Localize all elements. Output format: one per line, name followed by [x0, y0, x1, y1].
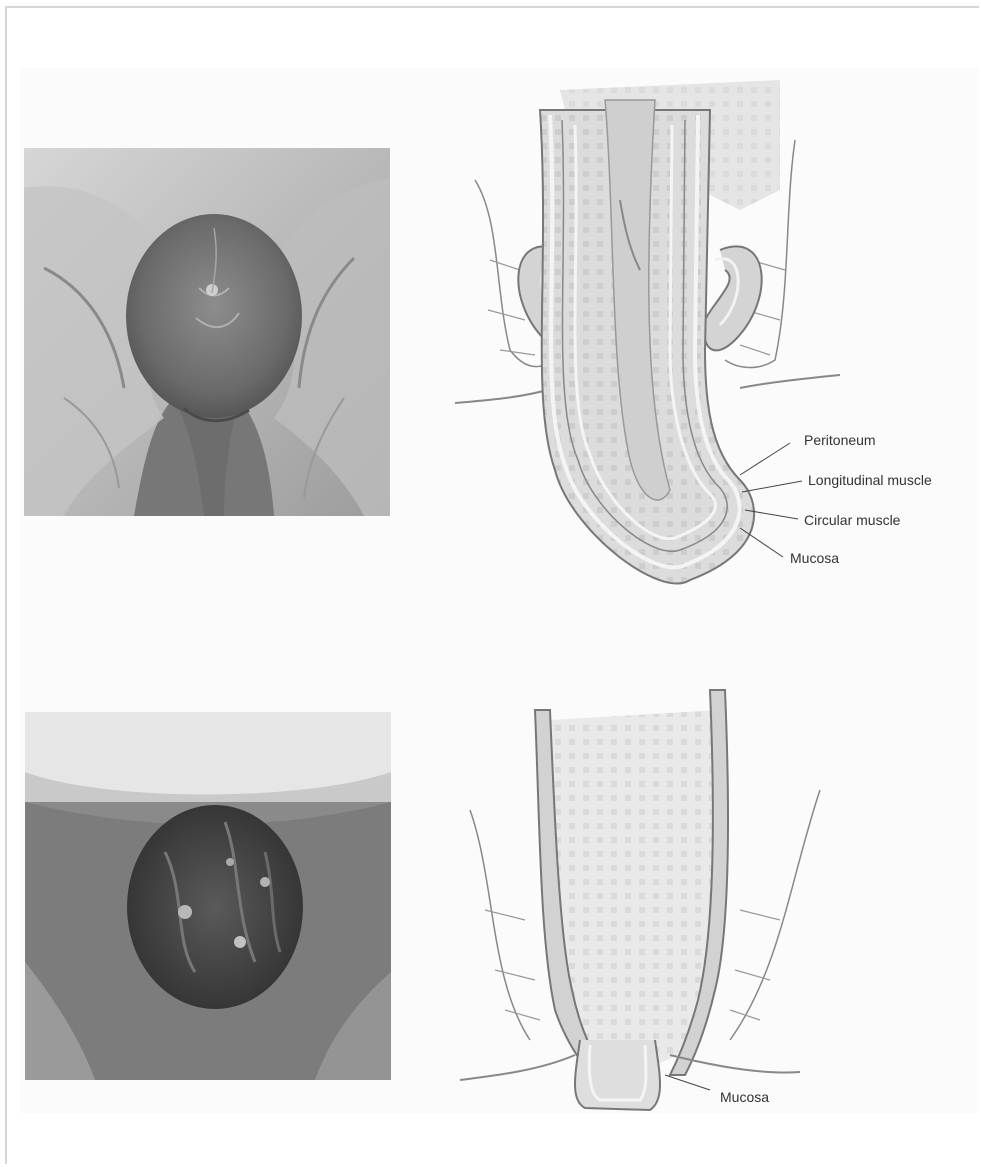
label-longitudinal-muscle: Longitudinal muscle [808, 472, 932, 488]
label-mucosa-bottom: Mucosa [720, 1089, 769, 1105]
label-peritoneum: Peritoneum [804, 432, 876, 448]
prolapse-photo-bottom [25, 712, 391, 1080]
label-mucosa-top: Mucosa [790, 550, 839, 566]
prolapse-photo-top [24, 148, 390, 516]
label-circular-muscle: Circular muscle [804, 512, 900, 528]
mucosal-prolapse-diagram [440, 680, 980, 1120]
